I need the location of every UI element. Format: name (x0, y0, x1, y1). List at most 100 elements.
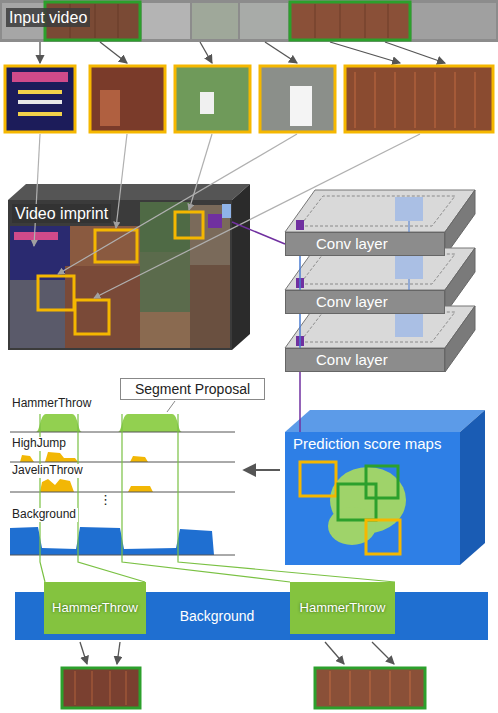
conv-layer: Conv layer (285, 348, 445, 372)
thumbnail-detail (18, 112, 62, 116)
imprint-side-face (232, 184, 250, 350)
imprint-tile (190, 205, 230, 265)
frame-arrow (330, 42, 400, 63)
placement-arrow (34, 134, 40, 246)
frame-thumbnail (5, 66, 75, 132)
proposal-window (300, 462, 336, 496)
video-frame (290, 2, 410, 40)
proposal-box: Segment Proposal (120, 378, 265, 400)
imprint-tile (14, 232, 58, 240)
thumbnail-detail (330, 671, 410, 705)
conv-side-face (445, 190, 475, 256)
flow-arrow (244, 469, 280, 471)
video-frame (412, 3, 496, 39)
thumbnail-detail (100, 90, 120, 126)
conv-kernel (395, 313, 423, 337)
receptive-field (222, 204, 231, 218)
boundary-line (122, 414, 290, 582)
node-text: Video imprint (12, 204, 111, 223)
imprint-tile (140, 202, 190, 252)
leader-line (167, 401, 175, 412)
frame-divider (70, 4, 388, 38)
conv-side-face (445, 248, 475, 314)
conv-kernel-guide (300, 312, 455, 342)
receptive-field (208, 214, 222, 228)
video-frame (142, 3, 190, 39)
curve-label: HammerThrow (10, 397, 93, 411)
node-text: Conv layer (316, 293, 388, 311)
connector (299, 372, 301, 432)
boundary-line (78, 414, 145, 582)
frame-arrow (200, 42, 212, 63)
proposal-window (338, 484, 376, 520)
output-arrow (325, 642, 344, 664)
placement-arrow (189, 134, 212, 210)
proposal-window (366, 520, 400, 554)
conv-kernel (395, 255, 423, 279)
segment-box: HammerThrow (290, 582, 395, 634)
frame-thumbnail (260, 66, 335, 132)
imprint-tile (190, 265, 230, 348)
connector (232, 222, 285, 244)
conv-kernel (296, 220, 304, 230)
node-text: Conv layer (316, 235, 388, 253)
curve-label: HighJump (10, 437, 68, 451)
result-thumbnail (62, 668, 140, 708)
conv-kernel (395, 197, 423, 221)
thumbnail-detail (355, 72, 475, 128)
conv-layer: Conv layer (285, 232, 445, 256)
imprint-tile (140, 312, 190, 348)
thumbnail-detail (75, 671, 126, 705)
imprint-tile (140, 252, 190, 312)
score-map-side-face (460, 410, 485, 565)
node-text: HammerThrow (52, 600, 138, 616)
frame-thumbnail (90, 66, 165, 132)
score-blob (328, 507, 376, 545)
score-map-top-face (285, 410, 485, 432)
curve-label: ⋮ (97, 493, 114, 508)
action-segment-outline (290, 2, 410, 40)
output-arrow (372, 642, 394, 664)
imprint-front-face (8, 200, 232, 350)
patch-outline (38, 276, 74, 310)
node-text: Conv layer (316, 351, 388, 369)
conv-side-face (445, 306, 475, 372)
video-strip: Input video (0, 0, 498, 42)
node-text: Input video (6, 8, 90, 27)
node-text: HammerThrow (300, 600, 386, 616)
video-frame (240, 3, 288, 39)
film-strip (0, 0, 498, 42)
frame-thumbnail (175, 66, 250, 132)
conv-kernel-guide (300, 254, 455, 284)
patch-outline (175, 212, 203, 238)
frame-arrow (265, 42, 297, 63)
node-text: Background (180, 608, 255, 625)
imprint-tile (65, 266, 140, 348)
frame-thumbnail (345, 66, 493, 132)
score-map: Prediction score maps (285, 432, 460, 565)
result-thumbnail (315, 668, 425, 708)
patch-outline (95, 230, 137, 262)
proposal-window (366, 466, 398, 498)
imprint-top-face (8, 184, 250, 200)
curve-label: JavelinThrow (10, 464, 85, 478)
connector (299, 256, 301, 290)
patch-outline (75, 300, 109, 334)
thumbnail-detail (200, 92, 214, 114)
connector (299, 314, 301, 348)
conv-top-face (285, 190, 475, 232)
output-arrow (80, 642, 87, 664)
node-text: Segment Proposal (135, 381, 250, 398)
placement-arrow (116, 134, 127, 228)
thumbnail-detail (18, 100, 62, 104)
conv-layer: Conv layer (285, 290, 445, 314)
segment-box: HammerThrow (44, 582, 146, 634)
thumbnail-detail (12, 72, 68, 82)
video-frame (192, 3, 238, 39)
output-arrow (117, 642, 120, 664)
frame-arrow (39, 42, 40, 63)
frame-arrow (100, 42, 127, 63)
thumbnail-detail (18, 90, 62, 94)
node-text: Prediction score maps (290, 435, 444, 453)
